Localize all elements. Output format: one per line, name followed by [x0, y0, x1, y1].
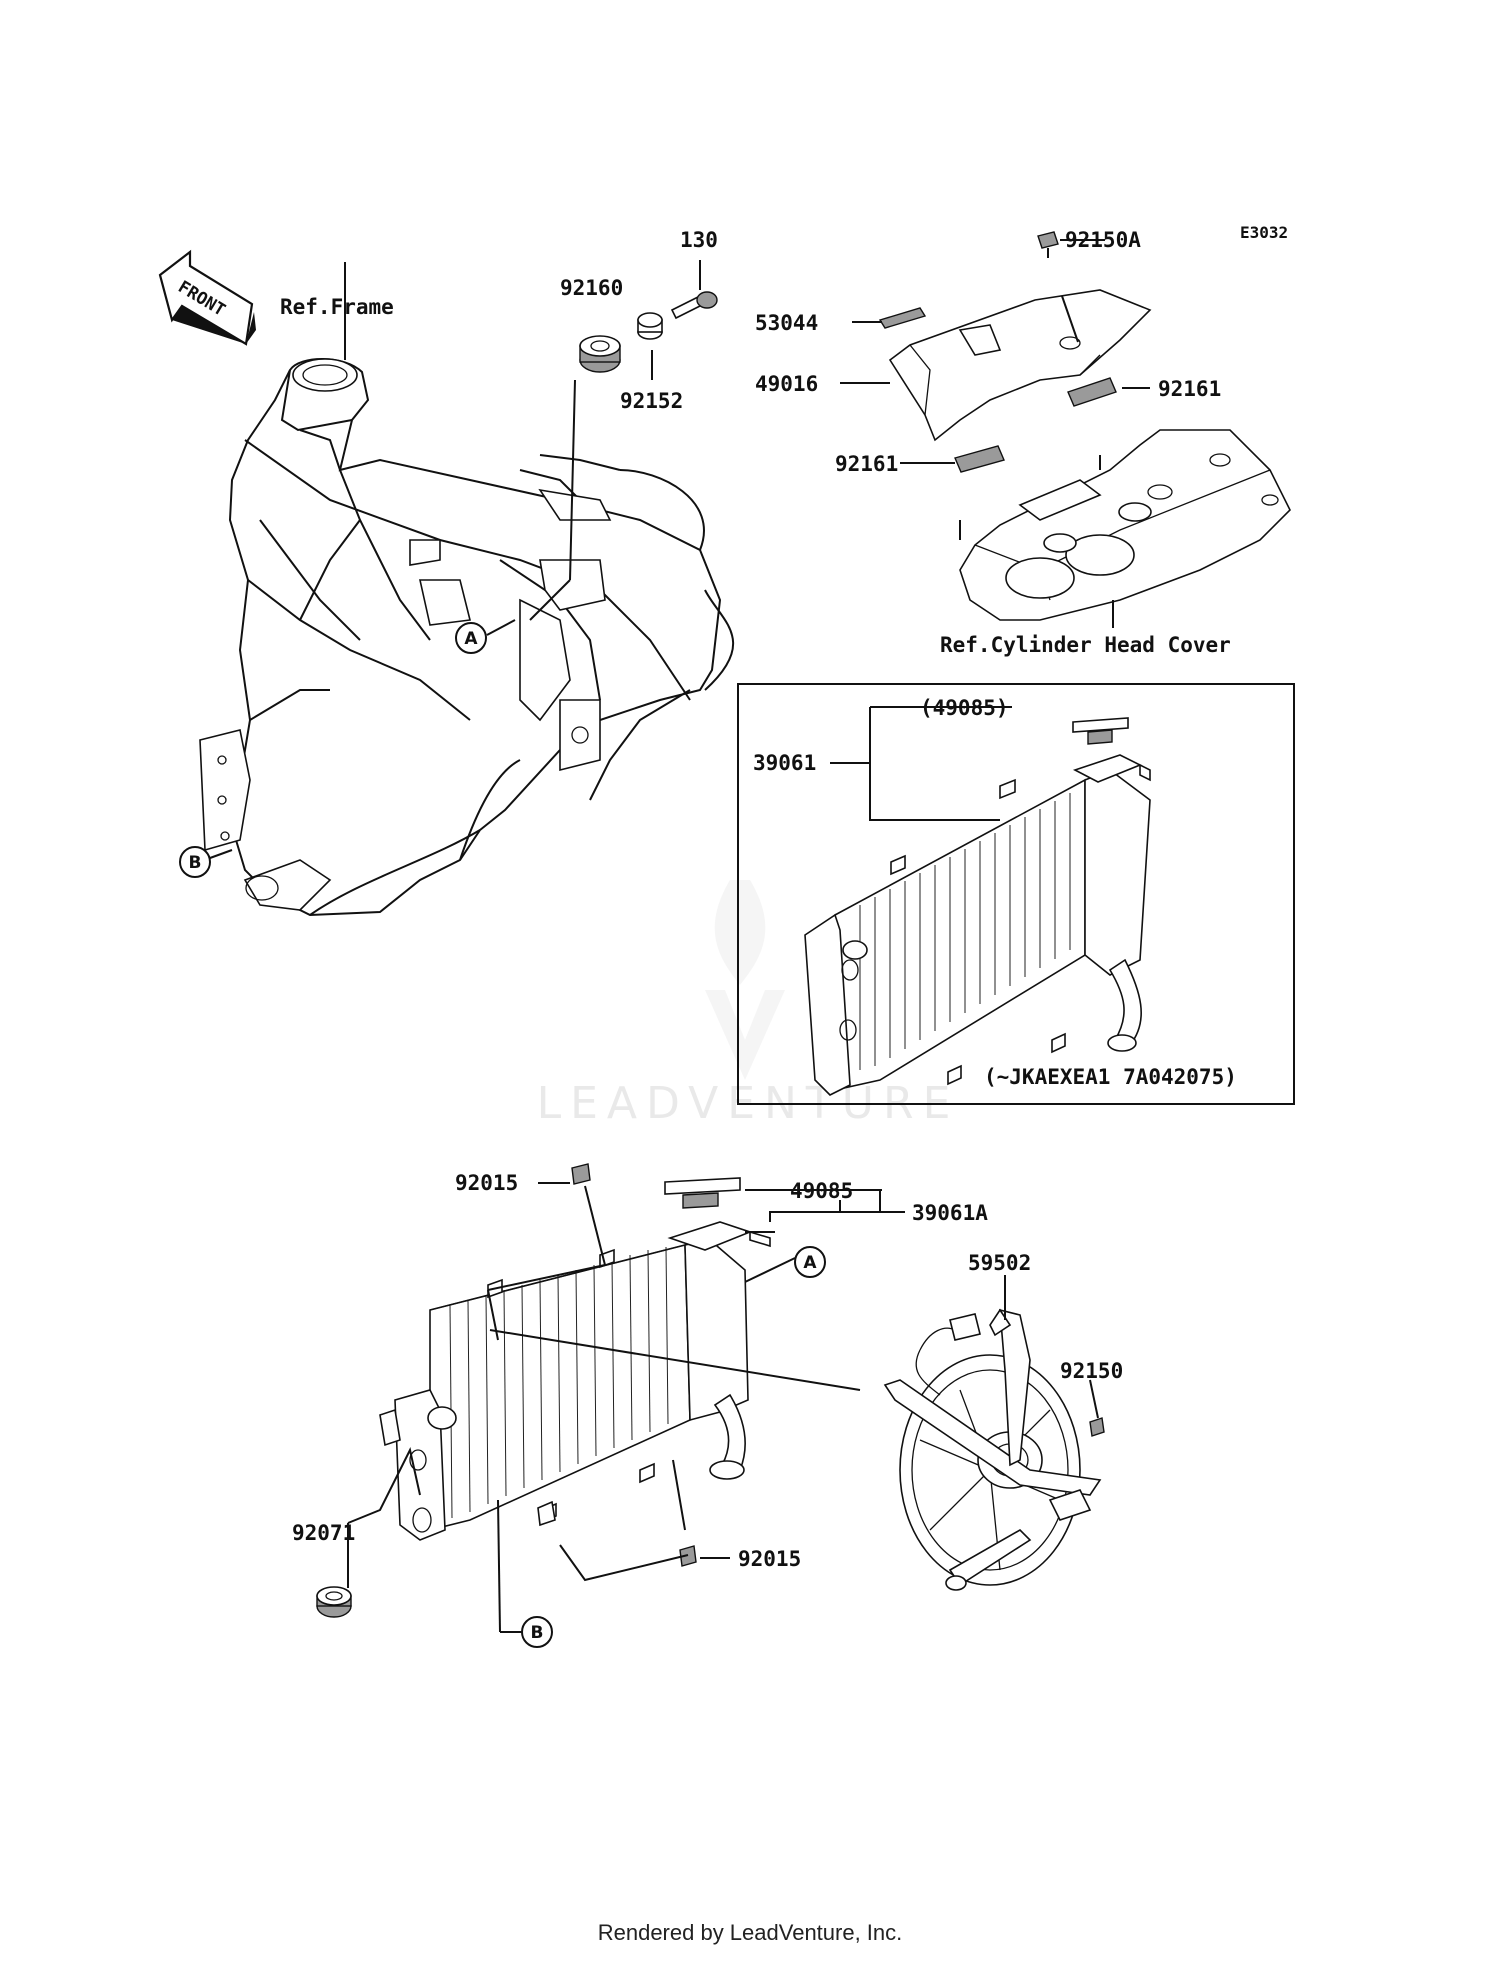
- heat-shield-49016: [888, 289, 1152, 442]
- pad-92161-right: [1067, 377, 1117, 407]
- svg-text:A: A: [464, 629, 478, 649]
- collar-92152: [637, 312, 663, 340]
- label-49085: 49085: [790, 1179, 853, 1203]
- pad-92161-left: [954, 445, 1005, 473]
- label-53044: 53044: [755, 311, 818, 335]
- label-92161-left: 92161: [835, 452, 898, 476]
- svg-text:B: B: [189, 853, 202, 873]
- radiator-39061-drawing: [804, 717, 1151, 1096]
- label-92071: 92071: [292, 1521, 355, 1545]
- callout-a-radiator: A: [794, 1246, 826, 1278]
- label-92152: 92152: [620, 389, 683, 413]
- clip-92015-top: [571, 1163, 591, 1185]
- radiator-39061A-drawing: [379, 1177, 771, 1541]
- label-92161-right: 92161: [1158, 377, 1221, 401]
- seal-53044: [878, 307, 927, 329]
- fan-59502-drawing: [883, 1308, 1102, 1591]
- callout-b-radiator: B: [521, 1616, 553, 1648]
- grommet-92160: [579, 335, 621, 373]
- label-92150: 92150: [1060, 1359, 1123, 1383]
- bolt-130: [670, 291, 718, 320]
- frame-drawing: [199, 358, 735, 917]
- label-59502: 59502: [968, 1251, 1031, 1275]
- svg-text:B: B: [531, 1623, 544, 1643]
- footer-credit: Rendered by LeadVenture, Inc.: [597, 1920, 903, 1945]
- label-92015-bottom: 92015: [738, 1547, 801, 1571]
- ref-cylinder-head-cover-label: Ref.Cylinder Head Cover: [940, 633, 1231, 657]
- vin-range-label: (~JKAEXEA1 7A042075): [984, 1065, 1237, 1089]
- callout-a-frame: A: [455, 622, 487, 654]
- grommet-92071: [316, 1586, 352, 1618]
- label-49085-paren: (49085): [920, 696, 1009, 720]
- svg-text:A: A: [803, 1253, 817, 1273]
- bolt-92150A: [1037, 231, 1059, 258]
- watermark-logo-icon: [705, 880, 785, 1080]
- diagram-code: E3032: [1240, 223, 1288, 242]
- front-arrow-icon: FRONT: [158, 249, 256, 346]
- label-92015-top: 92015: [455, 1171, 518, 1195]
- label-49016: 49016: [755, 372, 818, 396]
- bolt-92150: [1089, 1417, 1105, 1437]
- label-130: 130: [680, 228, 718, 252]
- cylinder-head-cover-drawing: [959, 429, 1291, 621]
- label-39061A: 39061A: [912, 1201, 988, 1225]
- label-92150A: 92150A: [1065, 228, 1141, 252]
- callout-b-frame: B: [179, 846, 211, 878]
- label-92160: 92160: [560, 276, 623, 300]
- superseded-radiator-box: [737, 683, 1295, 1105]
- label-39061: 39061: [753, 751, 816, 775]
- ref-frame-label: Ref.Frame: [280, 295, 394, 319]
